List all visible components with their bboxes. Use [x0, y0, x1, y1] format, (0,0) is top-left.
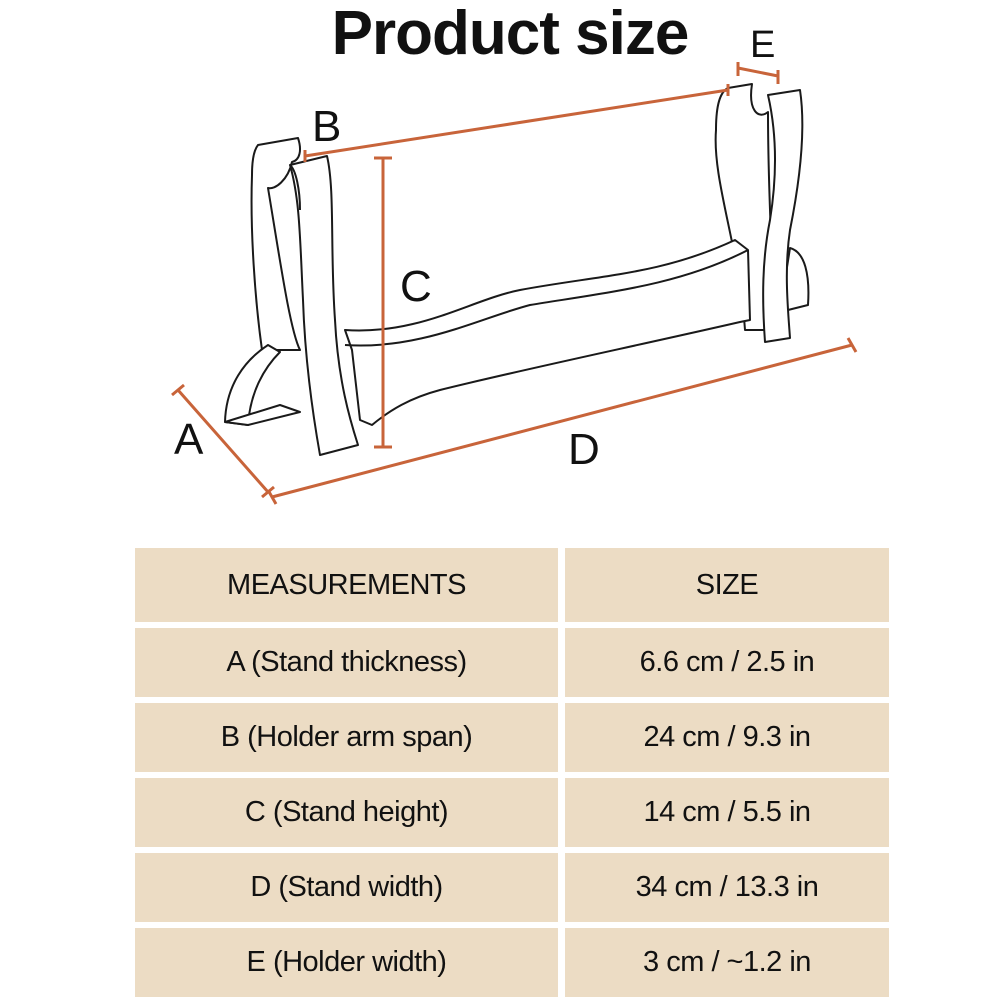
measurement-name: B (Holder arm span) — [135, 703, 558, 772]
measurement-name: A (Stand thickness) — [135, 628, 558, 697]
page-title: Product size — [331, 0, 690, 68]
crossbar-edge — [344, 249, 749, 347]
measurement-size: 3 cm / ~1.2 in — [565, 928, 889, 997]
dimension-b — [303, 84, 730, 162]
measurement-name: D (Stand width) — [135, 853, 558, 922]
dimension-lines — [171, 62, 858, 505]
measurement-name: C (Stand height) — [135, 778, 558, 847]
measurement-size: 34 cm / 13.3 in — [565, 853, 889, 922]
measurement-name: E (Holder width) — [135, 928, 558, 997]
size-table: MEASUREMENTS SIZE A (Stand thickness) 6.… — [135, 548, 889, 1003]
dimension-c — [374, 156, 392, 449]
dimension-e — [736, 62, 780, 84]
label-e: E — [750, 24, 776, 66]
left-holder-back — [250, 137, 301, 351]
dimension-a — [171, 383, 275, 499]
measurement-size: 6.6 cm / 2.5 in — [565, 628, 889, 697]
sword-stand-diagram — [171, 62, 858, 505]
measurement-size: 24 cm / 9.3 in — [565, 703, 889, 772]
table-row: D (Stand width) 34 cm / 13.3 in — [135, 853, 889, 922]
table-header: MEASUREMENTS SIZE — [135, 548, 889, 622]
table-row: C (Stand height) 14 cm / 5.5 in — [135, 778, 889, 847]
right-holder-front — [762, 89, 804, 343]
left-base-bottom — [224, 404, 301, 426]
label-a: A — [174, 415, 204, 464]
label-c: C — [400, 262, 432, 311]
left-base — [224, 344, 281, 426]
header-measurements: MEASUREMENTS — [135, 548, 558, 622]
table-row: B (Holder arm span) 24 cm / 9.3 in — [135, 703, 889, 772]
crossbar — [344, 239, 751, 426]
table-row: A (Stand thickness) 6.6 cm / 2.5 in — [135, 628, 889, 697]
label-d: D — [568, 425, 600, 474]
left-holder-edge — [289, 164, 301, 211]
measurement-size: 14 cm / 5.5 in — [565, 778, 889, 847]
header-size: SIZE — [565, 548, 889, 622]
label-b: B — [312, 102, 342, 151]
left-holder-front — [289, 155, 359, 456]
table-row: E (Holder width) 3 cm / ~1.2 in — [135, 928, 889, 997]
